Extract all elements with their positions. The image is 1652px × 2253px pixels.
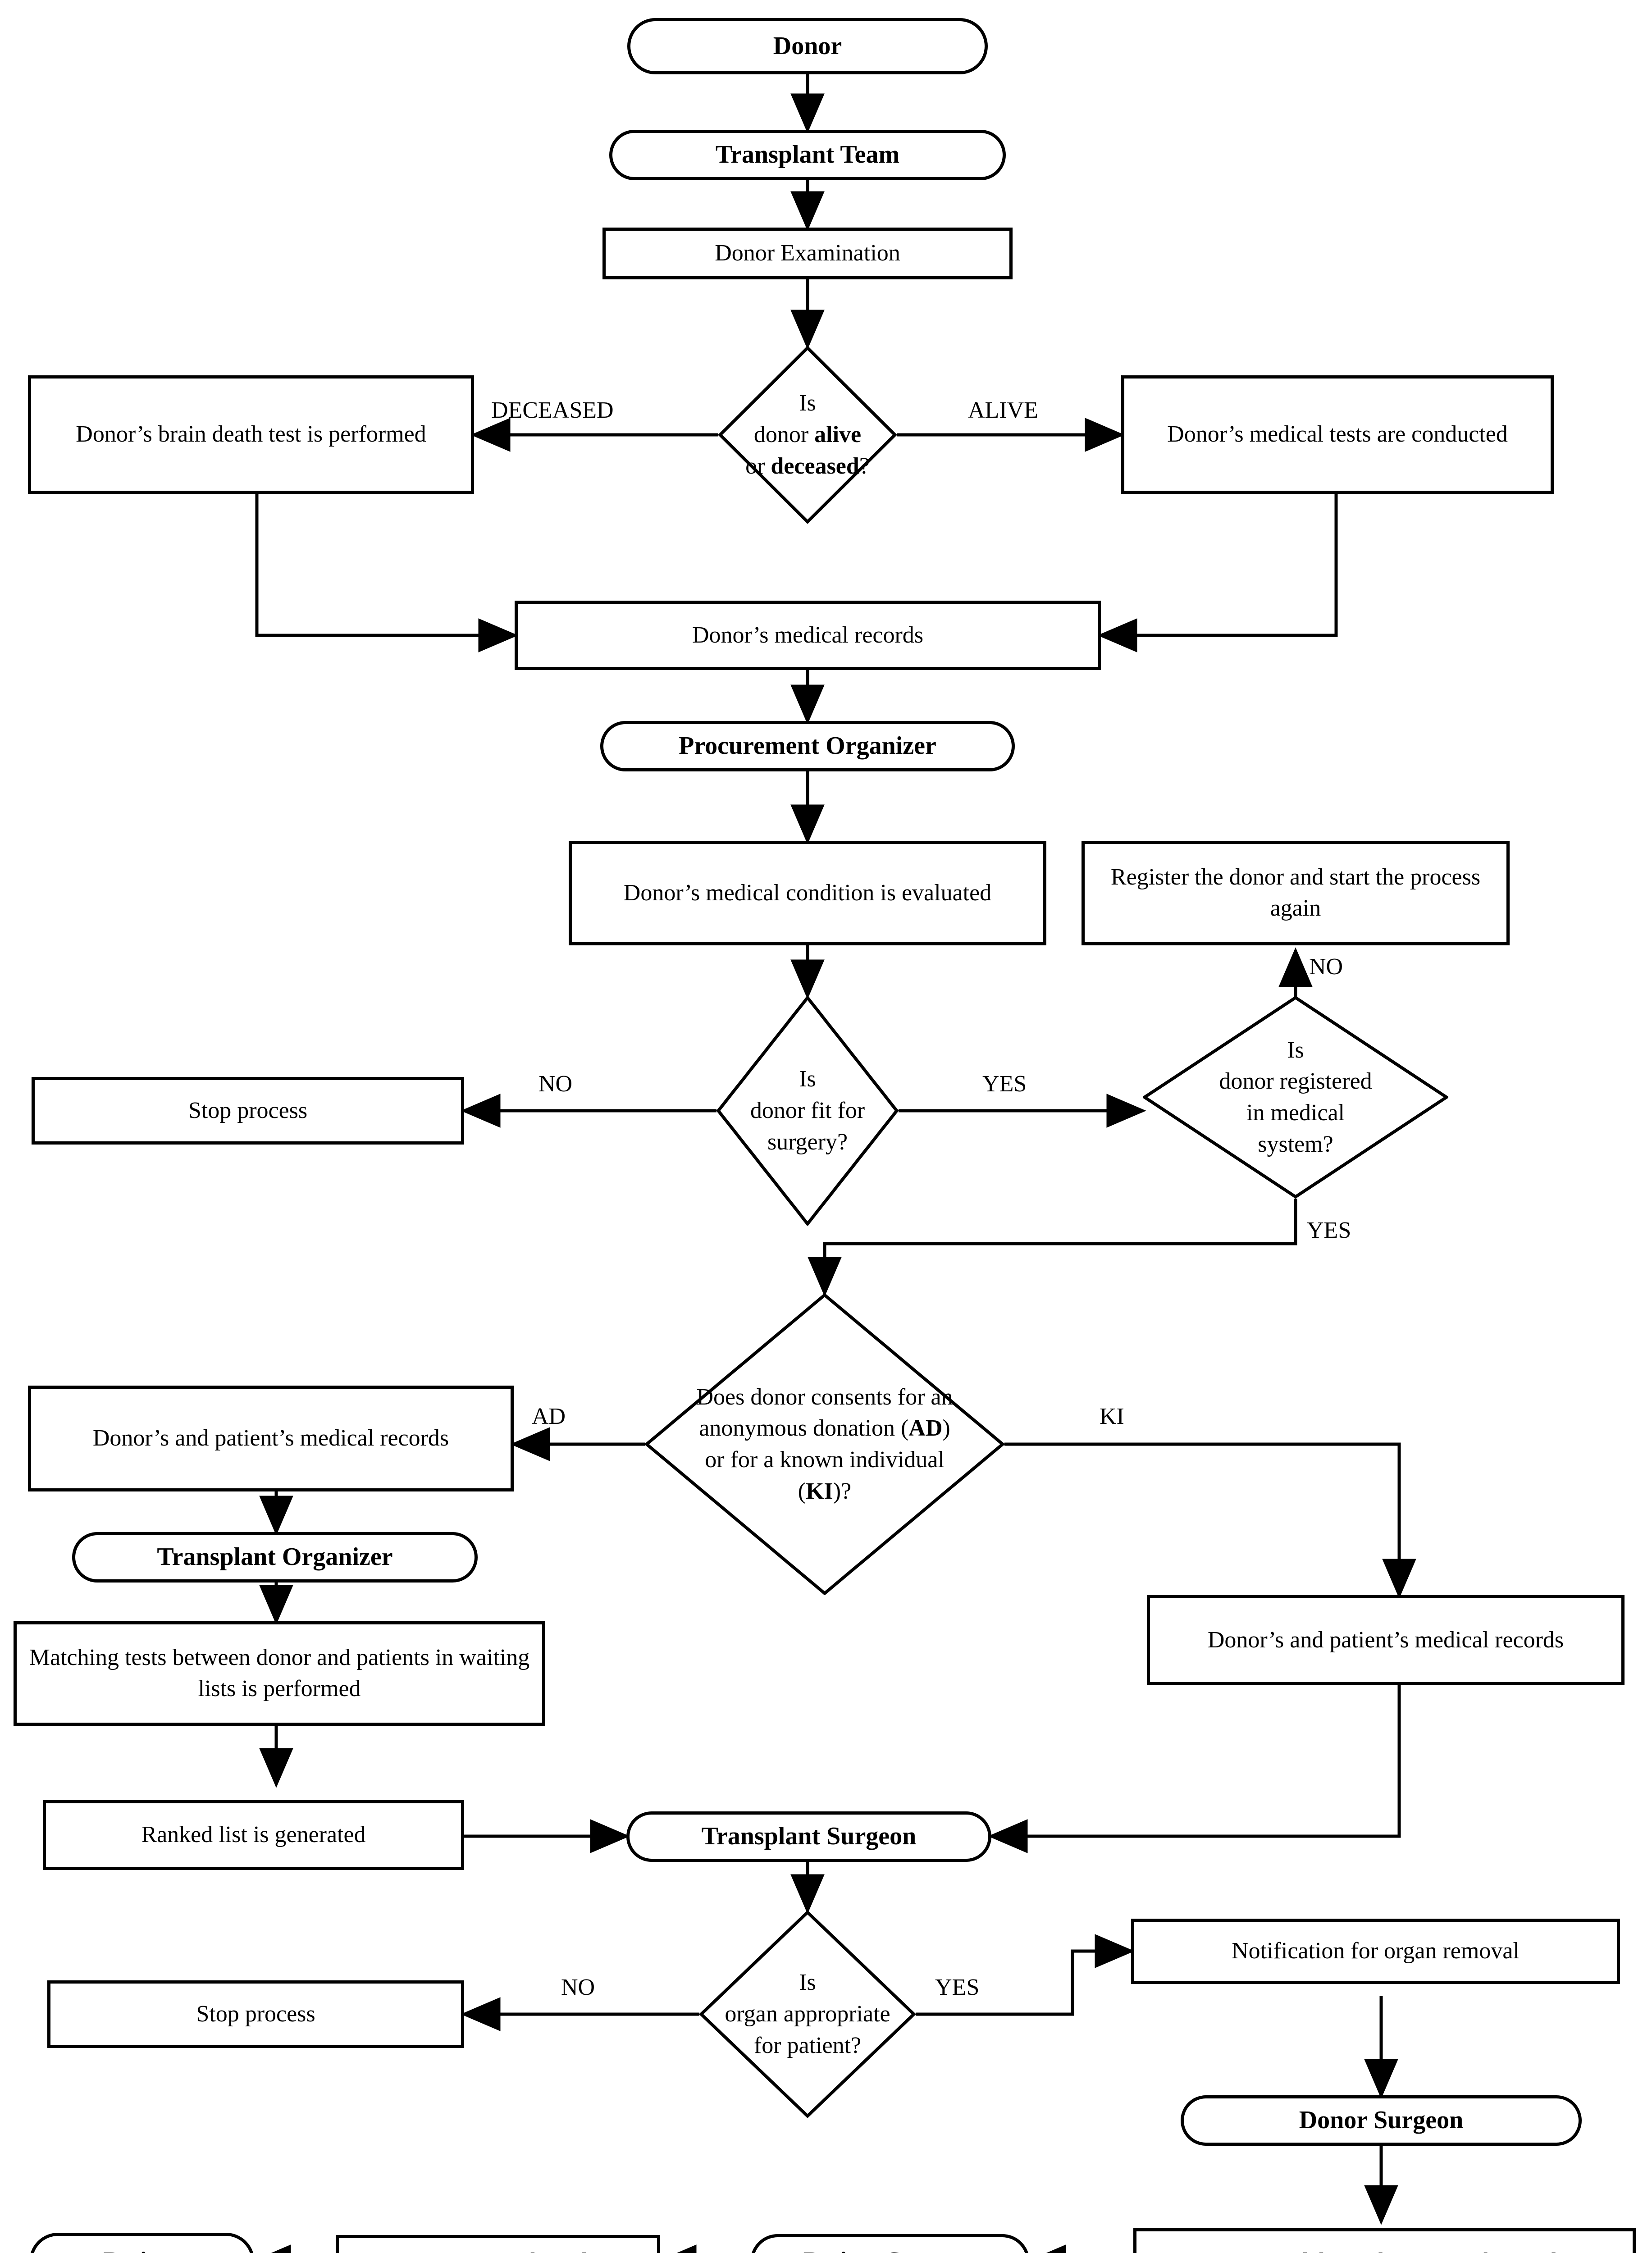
node-organ-appropriate-line1: Is [799, 1970, 816, 1996]
node-register-donor[interactable]: Register the donor and start the process… [1082, 841, 1510, 945]
node-stop-process-2[interactable]: Stop process [47, 1980, 464, 2048]
node-fit-for-surgery-line2: donor fit for [750, 1098, 865, 1124]
node-matching-tests[interactable]: Matching tests between donor and patient… [14, 1621, 545, 1726]
consent-line4-plain: ( [798, 1478, 806, 1504]
node-stop-process-1[interactable]: Stop process [32, 1077, 464, 1145]
node-medical-records-label: Donor’s medical records [692, 622, 924, 648]
node-condition-evaluated-label: Donor’s medical condition is evaluated [623, 880, 992, 906]
node-organ-implanted[interactable]: Organ is implanted [336, 2235, 660, 2253]
node-records-right[interactable]: Donor’s and patient’s medical records [1147, 1595, 1625, 1685]
node-patient-label: Patient [103, 2246, 180, 2253]
node-alive-or-deceased-line3: or deceased? [745, 451, 870, 482]
node-ranked-list[interactable]: Ranked list is generated [43, 1800, 464, 1870]
node-consent-type-line2: anonymous donation (AD) [697, 1413, 953, 1444]
consent-line4-bold: KI [806, 1478, 833, 1504]
alive-line2-bold: alive [814, 422, 862, 448]
node-organ-appropriate-line2: organ appropriate [725, 2001, 890, 2027]
edge-label-organ-no: NO [561, 1975, 595, 2000]
node-procurement-organizer-label: Procurement Organizer [679, 732, 936, 760]
node-consent-type-line1: Does donor consents for an [696, 1384, 953, 1410]
consent-line2-bold: AD [908, 1415, 943, 1441]
edge-label-consent-ki: KI [1100, 1404, 1124, 1429]
node-notification-removal[interactable]: Notification for organ removal [1131, 1919, 1620, 1984]
node-consent-type[interactable]: Does donor consents for an anonymous don… [645, 1293, 1004, 1595]
edge-label-registered-no: NO [1309, 954, 1343, 980]
edge-label-registered-yes: YES [1307, 1218, 1351, 1243]
node-medical-tests[interactable]: Donor’s medical tests are conducted [1121, 375, 1554, 494]
node-transplant-organizer-label: Transplant Organizer [157, 1543, 393, 1571]
node-register-donor-label: Register the donor and start the process… [1110, 864, 1481, 921]
diamond-shape [645, 1293, 1004, 1595]
node-donor-registered-line2: donor registered [1219, 1068, 1372, 1095]
node-organ-appropriate[interactable]: Is organ appropriate for patient? [699, 1911, 916, 2118]
node-transplant-surgeon-label: Transplant Surgeon [701, 1822, 917, 1851]
node-transplant-team-label: Transplant Team [715, 141, 900, 169]
node-ranked-list-label: Ranked list is generated [141, 1822, 366, 1848]
node-donor-registered[interactable]: Is donor registered in medical system? [1143, 996, 1448, 1199]
diamond-shape [718, 346, 897, 524]
edge-label-alive: ALIVE [968, 397, 1038, 423]
node-medical-records[interactable]: Donor’s medical records [515, 601, 1101, 670]
node-records-left[interactable]: Donor’s and patient’s medical records [28, 1386, 514, 1491]
diamond-shape [716, 996, 899, 1226]
diamond-shape [1143, 996, 1448, 1199]
node-patient-surgeon[interactable]: Patient Surgeon [750, 2234, 1030, 2253]
node-donor-surgeon[interactable]: Donor Surgeon [1181, 2095, 1582, 2146]
node-medical-tests-label: Donor’s medical tests are conducted [1167, 421, 1508, 447]
node-donor-examination-label: Donor Examination [715, 240, 900, 266]
node-organ-implanted-label: Organ is implanted [408, 2246, 588, 2253]
node-patient[interactable]: Patient [29, 2233, 255, 2253]
node-organ-appropriate-line3: for patient? [753, 2032, 862, 2058]
consent-line4-tail: )? [833, 1478, 852, 1504]
node-condition-evaluated[interactable]: Donor’s medical condition is evaluated [569, 841, 1046, 945]
consent-line2-plain: anonymous donation ( [699, 1415, 909, 1441]
consent-line2-tail: ) [942, 1415, 950, 1441]
node-donor[interactable]: Donor [627, 18, 988, 74]
node-donor-registered-line3: in medical [1246, 1100, 1345, 1126]
node-donor-label: Donor [773, 32, 842, 60]
node-fit-for-surgery[interactable]: Is donor fit for surgery? [716, 996, 899, 1226]
edge-label-organ-yes: YES [935, 1975, 980, 2000]
node-matching-tests-label: Matching tests between donor and patient… [29, 1645, 530, 1701]
node-stop-process-2-label: Stop process [196, 2001, 315, 2027]
node-donor-registered-line1: Is [1287, 1037, 1304, 1063]
diamond-shape [699, 1911, 916, 2118]
node-alive-or-deceased[interactable]: Is donor alive or deceased? [718, 346, 897, 524]
node-donor-surgeon-label: Donor Surgeon [1299, 2106, 1464, 2134]
node-transplant-team[interactable]: Transplant Team [609, 130, 1006, 180]
node-fit-for-surgery-line1: Is [799, 1066, 816, 1092]
node-brain-death-test[interactable]: Donor’s brain death test is performed [28, 375, 474, 494]
node-brain-death-test-label: Donor’s brain death test is performed [76, 421, 426, 447]
edge-label-deceased: DECEASED [491, 397, 614, 423]
edge-label-fit-yes: YES [982, 1071, 1027, 1097]
node-organ-delivered[interactable]: Organ is delivered to patient hospital [1133, 2228, 1636, 2253]
node-patient-surgeon-label: Patient Surgeon [803, 2246, 977, 2253]
alive-line3-plain: or [745, 453, 771, 479]
node-consent-type-line4: (KI)? [697, 1476, 953, 1507]
alive-line3-bold: deceased [771, 453, 859, 479]
node-alive-or-deceased-line2: donor alive [745, 419, 870, 451]
node-transplant-organizer[interactable]: Transplant Organizer [72, 1532, 478, 1583]
node-notification-removal-label: Notification for organ removal [1232, 1938, 1520, 1964]
edge-label-consent-ad: AD [532, 1404, 566, 1429]
node-consent-type-line3: or for a known individual [705, 1447, 945, 1473]
node-donor-examination[interactable]: Donor Examination [602, 228, 1013, 279]
node-organ-delivered-label: Organ is delivered to patient hospital [1211, 2246, 1558, 2253]
node-procurement-organizer[interactable]: Procurement Organizer [600, 721, 1015, 771]
node-alive-or-deceased-line1: Is [799, 390, 816, 416]
alive-line3-tail: ? [859, 453, 870, 479]
node-donor-registered-line4: system? [1258, 1131, 1333, 1157]
node-transplant-surgeon[interactable]: Transplant Surgeon [626, 1811, 991, 1862]
node-fit-for-surgery-line3: surgery? [767, 1129, 848, 1155]
edge-label-fit-no: NO [538, 1071, 573, 1097]
node-records-left-label: Donor’s and patient’s medical records [92, 1425, 449, 1451]
alive-line2-plain: donor [753, 422, 815, 448]
node-stop-process-1-label: Stop process [188, 1097, 308, 1123]
node-records-right-label: Donor’s and patient’s medical records [1207, 1627, 1564, 1653]
